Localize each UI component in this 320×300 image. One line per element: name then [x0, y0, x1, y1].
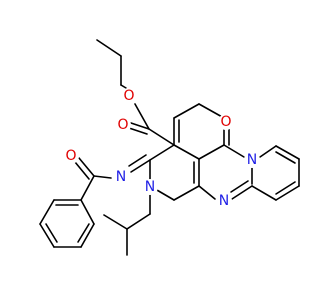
bond-c3-c2 — [149, 144, 175, 161]
atom-benzoyl-oxygen: O — [63, 148, 79, 164]
molecule-structure-diagram: O O O O N N N N — [39, 39, 300, 256]
bond-ch-methyl-b — [103, 214, 128, 230]
bond-benzoyl-c-o-b — [74, 161, 90, 180]
bond-c4-c4a — [173, 103, 200, 119]
bond-ch2-oxygen — [120, 84, 127, 89]
atom-label-O2: O — [117, 117, 128, 133]
bond-benzoyl-c-phenyl — [80, 175, 95, 201]
bond-c9a-c4a — [173, 185, 200, 201]
bond-c4a-c10a — [198, 103, 225, 119]
atom-ester-oxygen: O — [121, 88, 137, 104]
bond-c7-c8-double — [275, 151, 296, 164]
bond-n6-c7 — [259, 145, 277, 158]
bond-c10-c11a — [251, 185, 277, 201]
atom-imine-nitrogen: N — [113, 169, 129, 185]
bond-n12-c9a — [198, 185, 216, 200]
bond-phenyl-2 — [39, 199, 55, 225]
bond-benzoyl-c-o-a — [78, 157, 95, 177]
bond-c7-c8 — [275, 145, 300, 160]
atom-label-N1: N — [145, 179, 155, 195]
bond-phenyl-5-double — [77, 223, 90, 243]
bond-c5-n6 — [223, 144, 245, 158]
atom-pyridine-nitrogen: N — [142, 179, 158, 195]
atom-label-O4: O — [65, 148, 76, 164]
bond-carbonyl-c-ring — [148, 128, 175, 146]
bond-phenyl-6 — [80, 199, 95, 225]
bond-ester-o-carbonyl-c — [134, 103, 150, 130]
atom-label-N2: N — [116, 169, 126, 185]
atom-ring-carbonyl-oxygen: O — [218, 114, 234, 130]
atom-label-N3: N — [247, 152, 257, 168]
bond-phenyl-3 — [39, 223, 55, 248]
bond-carbonyl-c-o-b — [128, 127, 148, 135]
bond-ch2-ch — [126, 213, 151, 230]
bond-c9-c10-double — [275, 181, 296, 195]
atom-label-O1: O — [123, 88, 134, 104]
atom-label-O3: O — [220, 114, 231, 130]
atom-label-N4: N — [219, 193, 229, 209]
bond-c2-imine-n-a — [130, 159, 151, 173]
bond-c9-c10 — [275, 185, 300, 201]
bond-c11a-n12 — [231, 185, 253, 200]
bond-ring-upper-right — [173, 144, 200, 160]
atom-label-layer: O O O O N N N N — [63, 88, 260, 209]
bond-carbonyl-c-o-a — [130, 122, 150, 130]
atom-ester-carbonyl-oxygen: O — [115, 117, 131, 133]
bond-ethyl-terminal — [96, 39, 122, 57]
bond-c2-imine-n-b — [128, 154, 147, 167]
bond-imine-n-carbonyl — [93, 175, 112, 179]
bond-phenyl-5 — [80, 223, 95, 248]
atom-bridgehead-nitrogen: N — [244, 152, 260, 168]
bond-layer — [39, 39, 300, 256]
atom-pyrimidine-nitrogen: N — [216, 193, 232, 209]
bond-c5-carbonyl — [198, 144, 225, 160]
bond-phenyl-3-double — [45, 223, 58, 243]
bond-c11a-n12-double — [230, 180, 249, 193]
